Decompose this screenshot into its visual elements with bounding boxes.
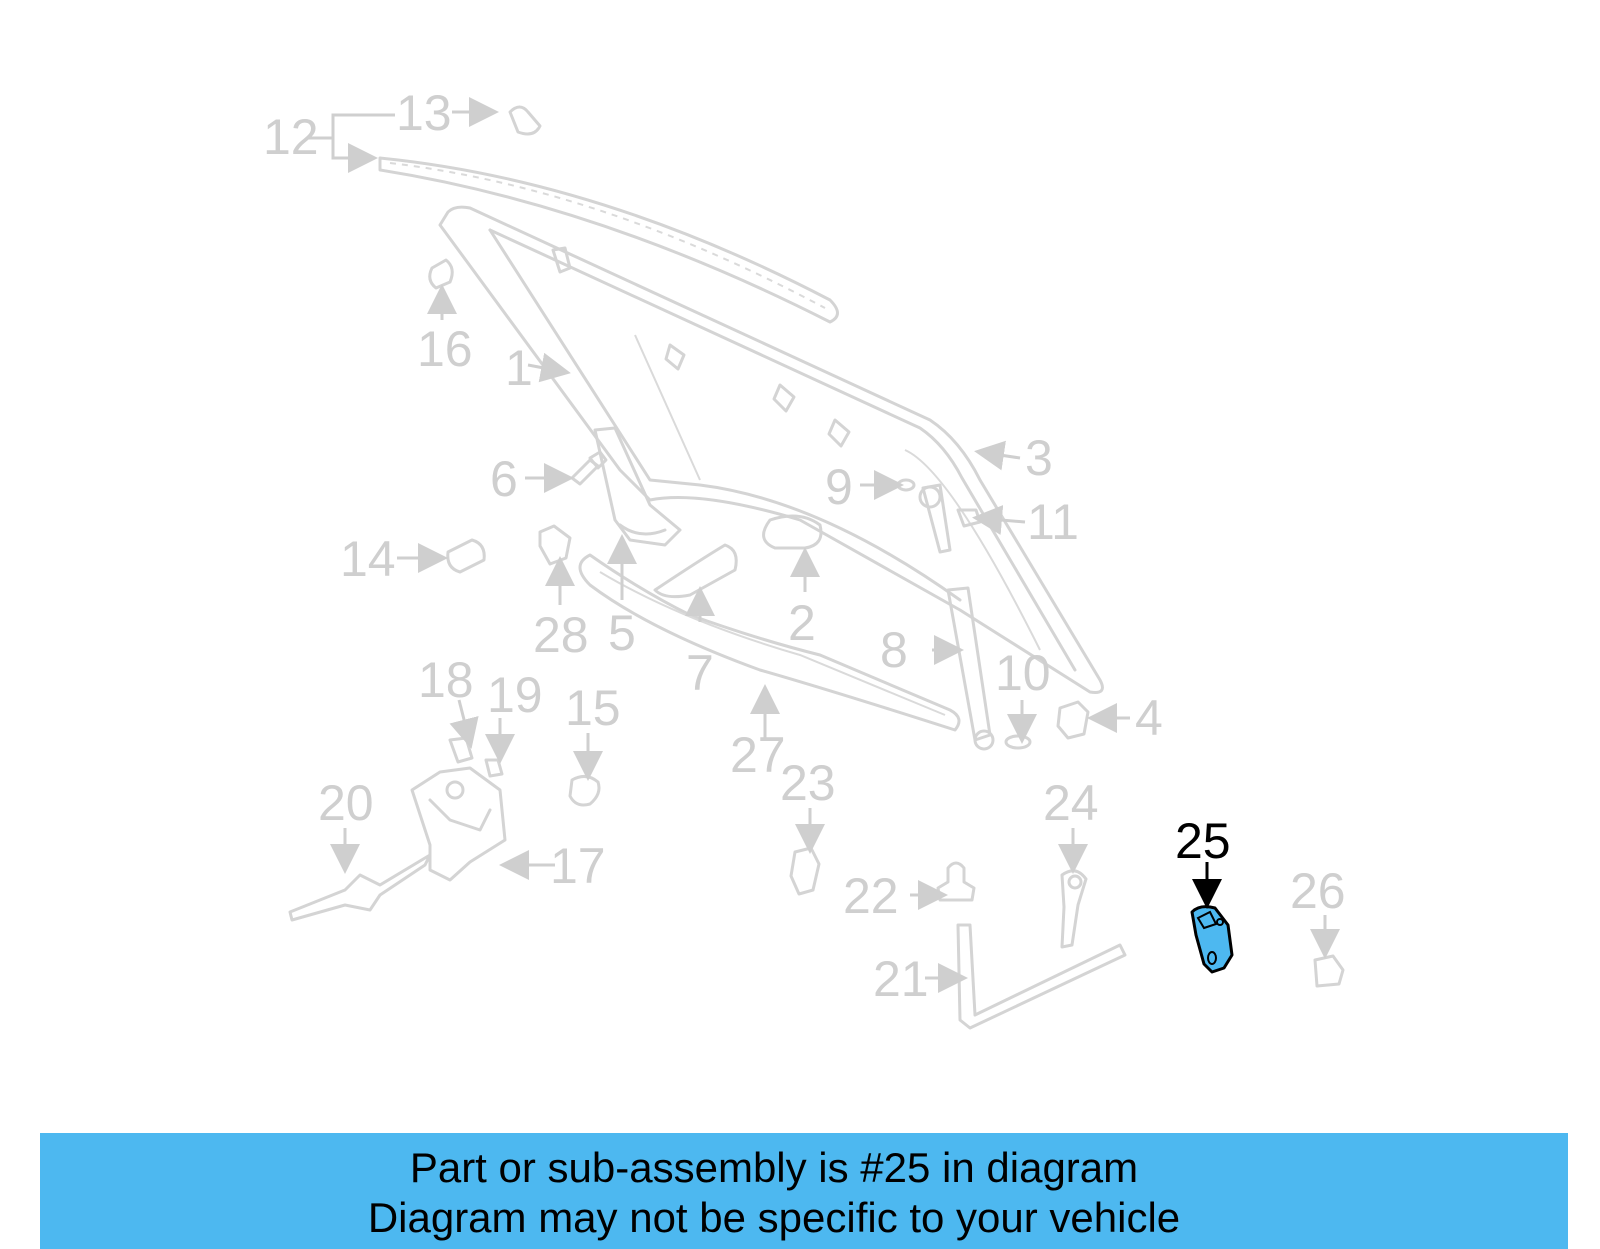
label-15: 15 bbox=[565, 680, 621, 736]
label-18: 18 bbox=[418, 652, 474, 708]
part-24 bbox=[1060, 869, 1088, 949]
label-8: 8 bbox=[880, 622, 908, 678]
label-6: 6 bbox=[490, 451, 518, 507]
label-4: 4 bbox=[1135, 690, 1163, 746]
label-21: 21 bbox=[873, 951, 929, 1007]
label-12: 12 bbox=[263, 109, 319, 165]
label-9: 9 bbox=[825, 459, 853, 515]
part-22 bbox=[936, 861, 976, 902]
part-25-highlighted[interactable] bbox=[1190, 905, 1234, 974]
label-24: 24 bbox=[1043, 775, 1099, 831]
hinge-part bbox=[593, 426, 682, 547]
bolt-6 bbox=[570, 450, 608, 486]
label-25: 25 bbox=[1175, 813, 1231, 869]
label-22: 22 bbox=[843, 868, 899, 924]
label-20: 20 bbox=[318, 775, 374, 831]
label-13: 13 bbox=[396, 85, 452, 141]
panel-7 bbox=[653, 543, 738, 599]
banner-line-2: Diagram may not be specific to your vehi… bbox=[367, 1194, 1181, 1241]
label-17: 17 bbox=[550, 838, 606, 894]
gas-strut bbox=[918, 483, 995, 751]
info-banner: Part or sub-assembly is #25 in diagram D… bbox=[40, 1133, 1568, 1249]
label-2: 2 bbox=[788, 595, 816, 651]
cable-20 bbox=[288, 853, 432, 922]
label-1: 1 bbox=[505, 340, 533, 396]
nut-10 bbox=[1004, 734, 1032, 750]
clip-13 bbox=[508, 105, 542, 136]
cap-15 bbox=[568, 775, 601, 807]
part-26 bbox=[1313, 954, 1345, 988]
callout-arrows bbox=[307, 97, 1340, 993]
label-10: 10 bbox=[995, 645, 1051, 701]
label-5: 5 bbox=[608, 605, 636, 661]
label-28: 28 bbox=[533, 607, 589, 663]
weatherstrip-top bbox=[378, 156, 839, 324]
bumper-16 bbox=[428, 258, 454, 290]
handle-part bbox=[762, 514, 823, 550]
label-26: 26 bbox=[1290, 863, 1346, 919]
label-11: 11 bbox=[1027, 494, 1079, 550]
label-27: 27 bbox=[730, 727, 786, 783]
label-14: 14 bbox=[340, 531, 396, 587]
rod-21 bbox=[956, 923, 1127, 1030]
label-3: 3 bbox=[1025, 430, 1053, 486]
part-23 bbox=[789, 846, 821, 896]
label-19: 19 bbox=[487, 667, 543, 723]
stop-14 bbox=[446, 538, 486, 574]
part-labels: 12 13 16 1 3 6 9 11 14 28 5 7 2 8 10 4 2… bbox=[263, 85, 1346, 1007]
bracket-28 bbox=[538, 524, 572, 566]
label-23: 23 bbox=[780, 755, 836, 811]
label-7: 7 bbox=[686, 645, 714, 701]
bumper-4 bbox=[1056, 700, 1090, 740]
banner-line-1: Part or sub-assembly is #25 in diagram bbox=[409, 1144, 1139, 1191]
label-16: 16 bbox=[417, 321, 473, 377]
